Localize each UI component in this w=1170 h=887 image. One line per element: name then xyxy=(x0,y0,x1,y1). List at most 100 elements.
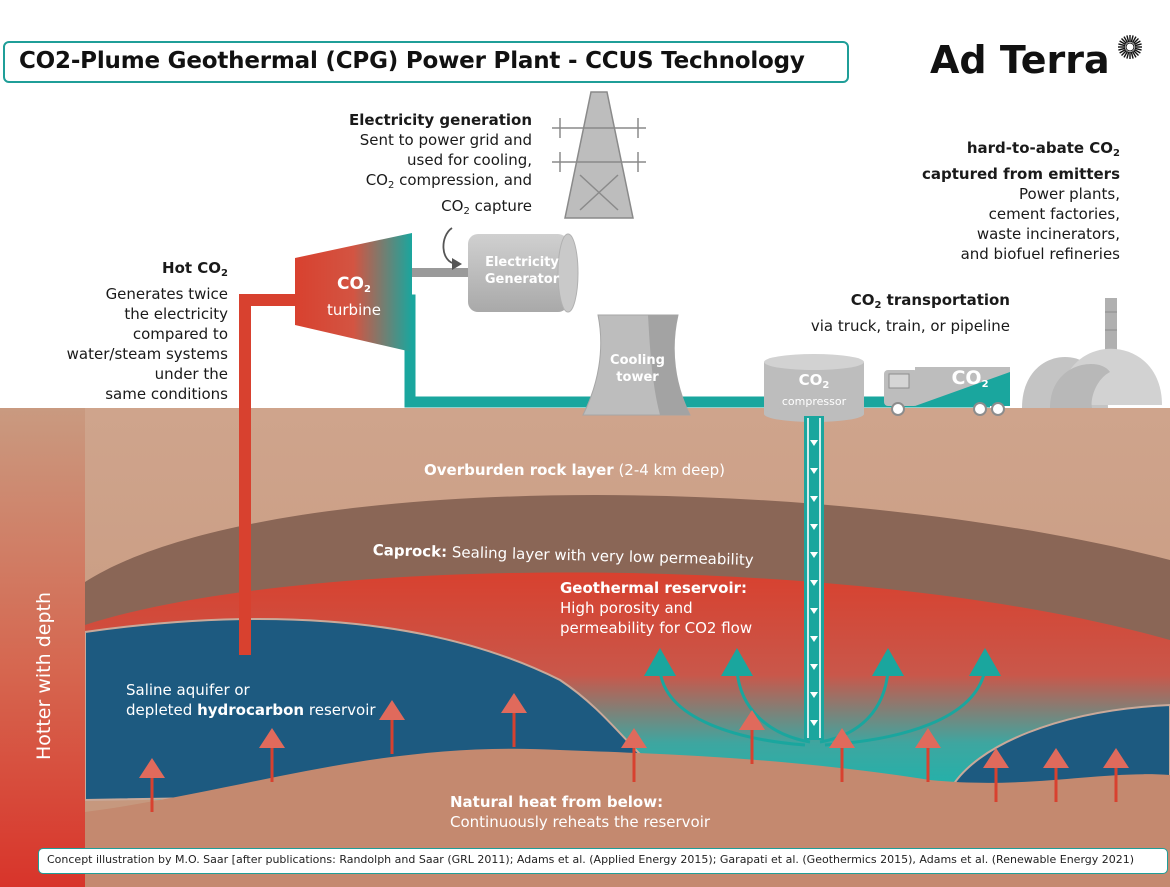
transport-heading-rest: transportation xyxy=(881,291,1010,309)
sunburst-ray xyxy=(1134,47,1142,51)
logo-text: Ad Terra xyxy=(930,38,1110,82)
truck-label-sub: 2 xyxy=(981,379,989,390)
depth-label: Hotter with depth xyxy=(33,591,55,760)
generator-line1: Electricity xyxy=(485,255,559,270)
heat-label: Natural heat from below: Continuously re… xyxy=(450,792,710,832)
sunburst-ray xyxy=(1119,48,1127,54)
electricity-line4-rest: capture xyxy=(469,197,532,215)
page-title: CO2-Plume Geothermal (CPG) Power Plant -… xyxy=(19,48,805,74)
electricity-line3-sub: 2 xyxy=(387,180,395,191)
truck-label: CO2 xyxy=(940,368,1000,395)
sunburst-ray xyxy=(1131,50,1137,58)
well-flow-arrowhead xyxy=(810,636,818,642)
heat-arrow-head xyxy=(379,700,405,720)
transport-heading-sub: 2 xyxy=(874,300,882,311)
well-flow-arrowhead xyxy=(810,496,818,502)
transport-heading-co: CO xyxy=(850,291,875,309)
heat-arrow-head xyxy=(259,728,285,748)
well-flow-arrowhead xyxy=(810,552,818,558)
rotation-arrow-icon xyxy=(442,227,457,265)
heat-arrow-head xyxy=(501,693,527,713)
turbine-label-co: CO xyxy=(337,274,364,294)
sunburst-ray xyxy=(1133,50,1139,56)
sunburst-ray xyxy=(1133,40,1141,46)
well-flow-arrowhead xyxy=(810,608,818,614)
reservoir-arrowheads xyxy=(644,648,1001,676)
well-flow-arrowhead xyxy=(810,524,818,530)
aquifer-line2-a: depleted xyxy=(126,701,198,719)
credit-box: Concept illustration by M.O. Saar [after… xyxy=(38,848,1168,874)
heat-heading: Natural heat from below: xyxy=(450,793,664,811)
emitters-heading2: captured from emitters xyxy=(922,165,1120,183)
compressor-label-co: CO xyxy=(798,371,823,389)
heat-arrow-head xyxy=(1043,748,1069,768)
electricity-line4-sub: 2 xyxy=(463,206,470,217)
sunburst-ray xyxy=(1119,40,1127,46)
emitters-heading1: hard-to-abate CO2 xyxy=(880,138,1120,164)
aquifer-line2: depleted hydrocarbon reservoir xyxy=(126,700,376,720)
heat-arrow-head xyxy=(915,728,941,748)
depth-gradient-bar xyxy=(0,408,85,887)
reservoir-flow-arrows xyxy=(658,669,987,747)
electricity-line2: used for cooling, xyxy=(407,151,532,169)
overburden-rest: (2-4 km deep) xyxy=(613,461,725,479)
hot-co2-heading-sub: 2 xyxy=(221,268,228,279)
compressor-bottom xyxy=(764,406,864,422)
sunburst-ray xyxy=(1126,51,1130,59)
turbine-label-co2: CO2 xyxy=(312,274,396,300)
sunburst-ray xyxy=(1123,50,1129,58)
generator-line2: Generator xyxy=(484,272,560,287)
sunburst-ray xyxy=(1118,47,1126,51)
hot-co2-line5: under the xyxy=(154,365,228,383)
emitters-line1: Power plants, xyxy=(1019,185,1120,203)
co2-compressor xyxy=(764,362,864,414)
electricity-line3-co: CO xyxy=(365,171,388,189)
well-flow-arrowhead xyxy=(810,440,818,446)
caprock-bold: Caprock: xyxy=(372,540,448,561)
compressor-label: CO2 compressor xyxy=(770,372,858,410)
aquifer-line2-bold: hydrocarbon xyxy=(197,701,305,719)
electricity-line1: Sent to power grid and xyxy=(359,131,532,149)
sunburst-ray xyxy=(1133,48,1141,54)
turbine-label: CO2 turbine xyxy=(312,274,396,320)
compressor-top xyxy=(764,354,864,370)
sunburst-ray xyxy=(1121,50,1127,56)
emitters-line3: waste incinerators, xyxy=(976,225,1120,243)
credit-text: Concept illustration by M.O. Saar [after… xyxy=(47,853,1135,866)
sunburst-ray xyxy=(1130,35,1134,43)
hot-co2-line4: water/steam systems xyxy=(66,345,228,363)
cooling-tower-label: Cooling tower xyxy=(595,352,680,386)
heat-arrow-head xyxy=(739,710,765,730)
sunburst-ray xyxy=(1123,36,1129,44)
emitters-line4: and biofuel refineries xyxy=(960,245,1120,263)
turbine-label-sub: 2 xyxy=(363,284,371,295)
overburden-label: Overburden rock layer (2-4 km deep) xyxy=(424,460,725,480)
electricity-generation-label: Electricity generation Sent to power gri… xyxy=(300,110,532,222)
reservoir-line2: permeability for CO2 flow xyxy=(560,619,753,637)
turbine-label-word: turbine xyxy=(327,301,381,319)
sunburst-logo-icon xyxy=(1118,35,1142,59)
hot-co2-line2: the electricity xyxy=(124,305,228,323)
compressor-label-word: compressor xyxy=(781,395,847,408)
hot-co2-heading: Hot CO2 xyxy=(20,258,228,284)
aquifer-line2-c: reservoir xyxy=(304,701,376,719)
sunburst-ray xyxy=(1134,43,1142,47)
generator-label: Electricity Generator xyxy=(474,254,570,288)
electricity-line3-rest: compression, and xyxy=(394,171,532,189)
title-box: CO2-Plume Geothermal (CPG) Power Plant -… xyxy=(3,41,849,83)
reservoir-heading: Geothermal reservoir: xyxy=(560,579,748,597)
well-flow-arrowhead xyxy=(810,692,818,698)
turbine-shaft xyxy=(412,268,472,277)
heat-arrow-head xyxy=(829,728,855,748)
well-flow-arrowhead xyxy=(810,720,818,726)
compressor-label-co2: CO2 xyxy=(770,372,858,394)
power-tower-icon xyxy=(552,91,646,219)
heat-arrow-head xyxy=(983,748,1009,768)
emitters-line2: cement factories, xyxy=(988,205,1120,223)
generator-face xyxy=(557,233,579,313)
hot-co2-line6: same conditions xyxy=(105,385,228,403)
brand-logo: Ad Terra xyxy=(930,38,1110,82)
hot-co2-heading-text: Hot CO xyxy=(162,259,222,277)
